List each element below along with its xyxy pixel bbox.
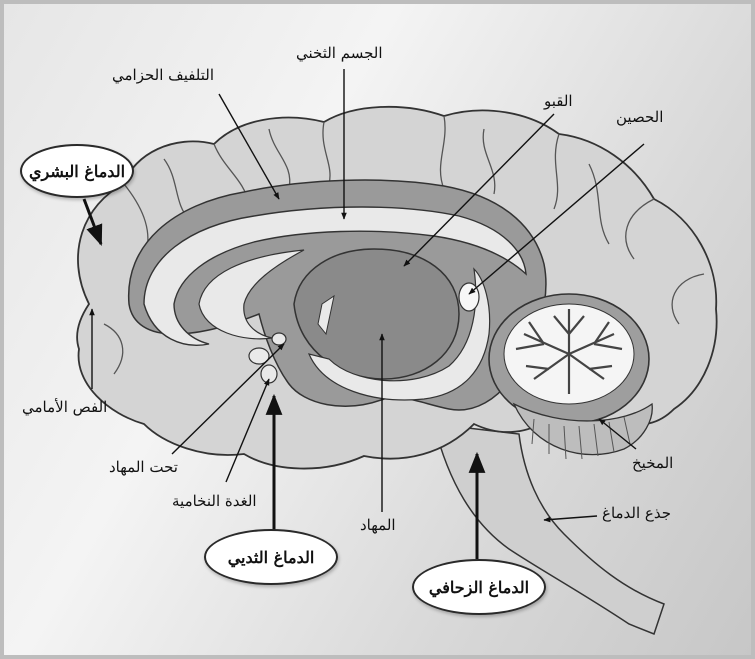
label-frontal-lobe: الفص الأمامي xyxy=(22,400,107,415)
bubble-reptilian-brain: الدماغ الزحافي xyxy=(412,559,546,615)
brain-illustration xyxy=(4,4,751,655)
label-pituitary-gland: الغدة النخامية xyxy=(172,494,257,509)
bubble-human-brain: الدماغ البشري xyxy=(20,144,134,198)
label-fornix: القبو xyxy=(544,94,573,109)
label-hypothalamus: تحت المهاد xyxy=(109,460,178,475)
label-thalamus: المهاد xyxy=(360,518,396,533)
label-corpus-callosum: الجسم الثخني xyxy=(296,46,383,61)
bubble-mammalian-brain: الدماغ الثديي xyxy=(204,529,338,585)
label-cerebellum: المخيخ xyxy=(632,456,673,471)
label-hippocampus: الحصين xyxy=(616,110,663,125)
diagram-stage: التلفيف الحزامي الجسم الثخني القبو الحصي… xyxy=(4,4,751,655)
label-brain-stem: جذع الدماغ xyxy=(602,506,671,521)
label-cingulate-gyrus: التلفيف الحزامي xyxy=(112,68,214,83)
